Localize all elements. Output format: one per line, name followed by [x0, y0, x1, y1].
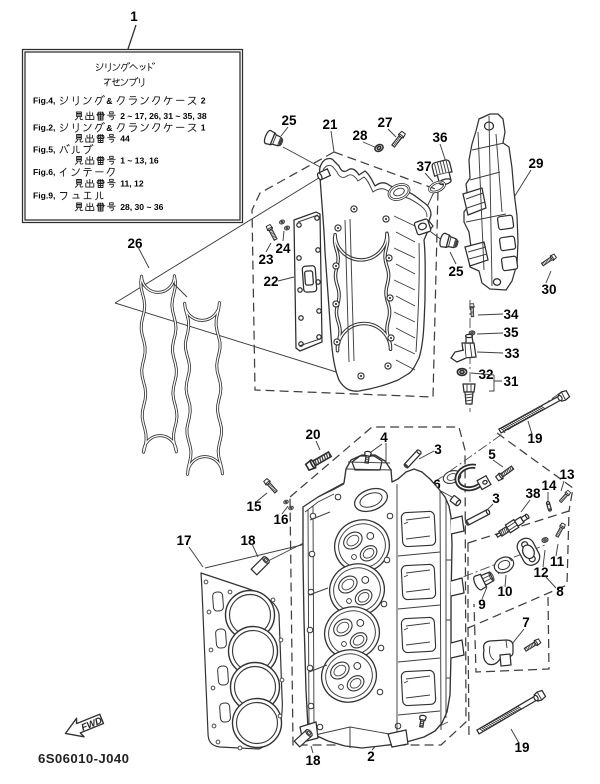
svg-text:14: 14: [541, 478, 557, 493]
svg-text:24: 24: [275, 241, 291, 256]
svg-text:Fig.6,: Fig.6,: [33, 167, 55, 177]
svg-text:2: 2: [367, 749, 375, 764]
svg-text:31: 31: [503, 374, 519, 389]
svg-text:26: 26: [127, 236, 143, 251]
svg-text:13: 13: [559, 467, 575, 482]
svg-text:Fig.2,: Fig.2,: [33, 123, 55, 133]
svg-text:8: 8: [556, 584, 564, 599]
svg-text:Fig.5,: Fig.5,: [33, 145, 55, 155]
svg-text:5: 5: [488, 447, 496, 462]
svg-text:22: 22: [263, 274, 278, 289]
svg-text:44: 44: [120, 134, 130, 144]
svg-text:10: 10: [497, 584, 512, 599]
svg-text:&: &: [106, 96, 112, 106]
svg-text:3: 3: [434, 442, 442, 457]
svg-text:18: 18: [240, 533, 256, 548]
svg-text:19: 19: [527, 431, 542, 446]
svg-text:20: 20: [305, 427, 320, 442]
svg-text:2 ~ 17, 26, 31 ~ 35, 38: 2 ~ 17, 26, 31 ~ 35, 38: [120, 111, 207, 121]
svg-text:28, 30 ~ 36: 28, 30 ~ 36: [120, 202, 163, 212]
svg-text:9: 9: [478, 597, 486, 612]
svg-text:2: 2: [201, 96, 206, 106]
svg-text:27: 27: [377, 115, 392, 130]
svg-text:30: 30: [541, 282, 556, 297]
svg-text:37: 37: [416, 159, 431, 174]
svg-text:3: 3: [492, 491, 500, 506]
svg-text:21: 21: [322, 117, 338, 132]
svg-text:1: 1: [201, 123, 206, 133]
svg-text:Fig.4,: Fig.4,: [33, 96, 55, 106]
svg-text:11, 12: 11, 12: [120, 179, 144, 189]
svg-text:6: 6: [433, 477, 441, 492]
svg-text:1 ~ 13, 16: 1 ~ 13, 16: [120, 156, 159, 166]
svg-text:34: 34: [503, 307, 519, 322]
svg-text:15: 15: [246, 499, 262, 514]
svg-text:25: 25: [281, 113, 297, 128]
svg-text:33: 33: [504, 346, 520, 361]
svg-text:7: 7: [522, 615, 530, 630]
svg-text:36: 36: [432, 130, 448, 145]
svg-text:29: 29: [528, 156, 543, 171]
svg-text:1: 1: [130, 9, 138, 24]
svg-text:18: 18: [305, 753, 321, 768]
svg-text:19: 19: [514, 740, 529, 755]
svg-text:11: 11: [550, 554, 565, 569]
svg-text:16: 16: [273, 512, 289, 527]
svg-text:28: 28: [352, 128, 368, 143]
svg-text:38: 38: [525, 486, 541, 501]
svg-text:Fig.9,: Fig.9,: [33, 191, 55, 201]
svg-text:17: 17: [176, 533, 191, 548]
svg-text:25: 25: [448, 264, 464, 279]
svg-text:&: &: [106, 123, 112, 133]
svg-text:23: 23: [258, 252, 274, 267]
svg-text:35: 35: [503, 325, 519, 340]
svg-text:6S06010-J040: 6S06010-J040: [38, 751, 129, 766]
svg-text:4: 4: [380, 430, 388, 445]
